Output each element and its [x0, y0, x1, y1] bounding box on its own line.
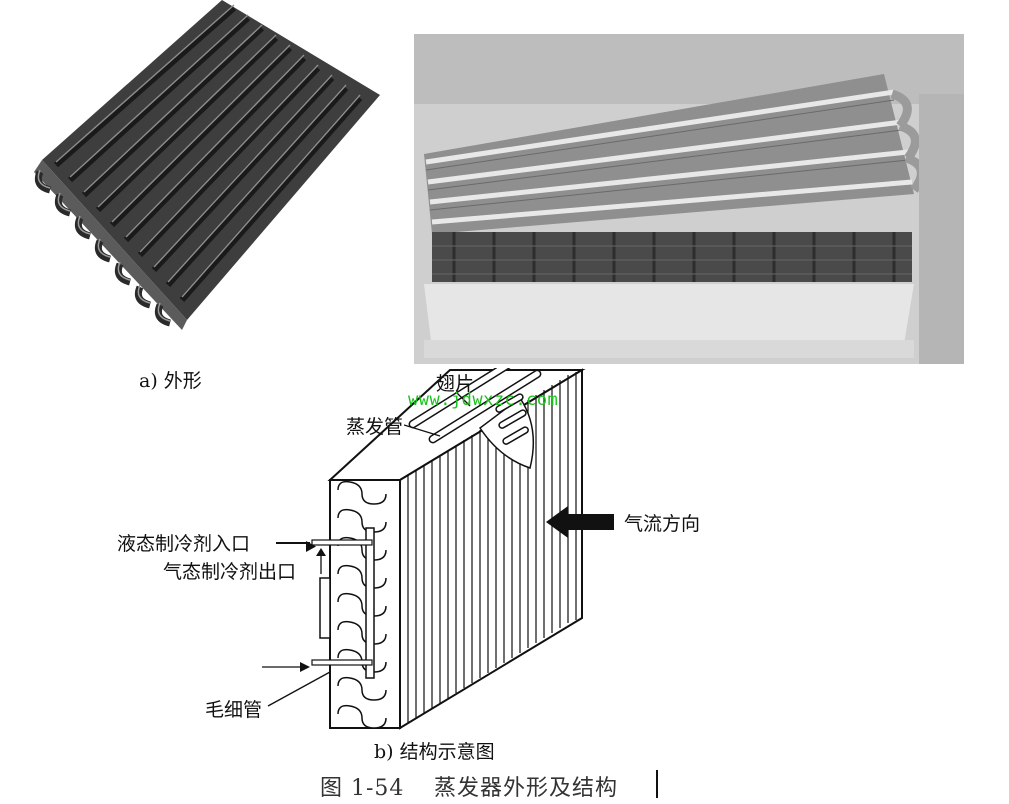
- label-fins: 翅片: [436, 373, 475, 395]
- subcaption-a: a) 外形: [139, 370, 202, 392]
- watermark-text: www.jdwxzc.com: [408, 390, 559, 410]
- text-cursor: [656, 770, 658, 798]
- label-airflow-direction: 气流方向: [624, 513, 701, 535]
- capillary-leader-line: [266, 670, 336, 710]
- label-evaporator-tube: 蒸发管: [346, 416, 404, 438]
- label-capillary-tube: 毛细管: [205, 699, 263, 721]
- outlet-arrow: [316, 548, 326, 574]
- fins-leader-line: [454, 390, 474, 408]
- subcaption-b: b) 结构示意图: [374, 741, 495, 763]
- inlet-arrow-line: [276, 542, 310, 544]
- airflow-arrow: [546, 506, 616, 538]
- label-gas-outlet: 气态制冷剂出口: [163, 561, 297, 583]
- capillary-arrow: [262, 657, 310, 672]
- label-liquid-inlet: 液态制冷剂入口: [117, 533, 251, 555]
- figure-number: 图 1-54: [320, 776, 405, 801]
- evaporator-coil-photo: [12, 0, 384, 336]
- tube-leader-line: [403, 420, 444, 440]
- evaporator-schematic: [290, 349, 590, 733]
- inlet-arrow-head: [306, 537, 316, 552]
- figure-title: 蒸发器外形及结构: [434, 776, 619, 801]
- indoor-unit-photo: [414, 34, 964, 364]
